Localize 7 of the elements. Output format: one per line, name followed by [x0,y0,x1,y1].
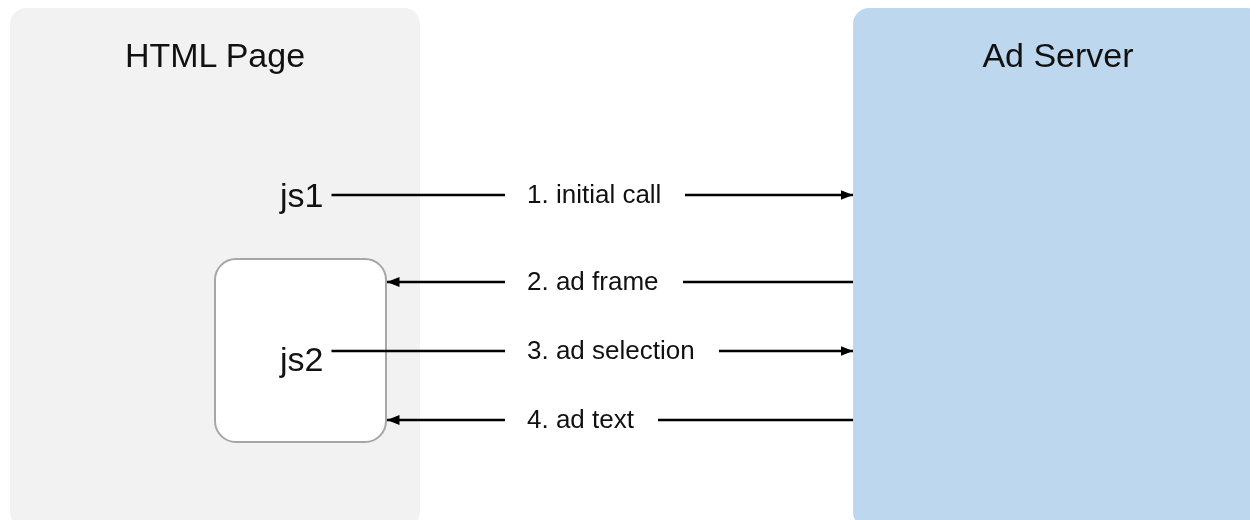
frame-box [214,258,387,443]
panel-title: Ad Server [981,36,1135,75]
script-label: js2 [280,339,324,379]
page-panel [10,8,420,520]
server-panel [853,8,1250,520]
script-label: js1 [280,175,324,215]
panel-title: HTML Page [123,36,307,75]
